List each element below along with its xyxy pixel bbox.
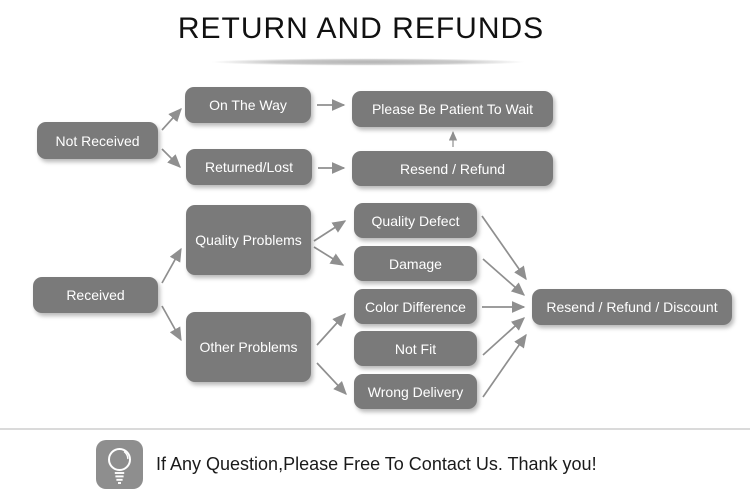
node-please-wait: Please Be Patient To Wait <box>352 91 553 127</box>
node-quality-problems: Quality Problems <box>186 205 311 275</box>
node-resend-refund: Resend / Refund <box>352 151 553 186</box>
node-other-problems: Other Problems <box>186 312 311 382</box>
title-underline <box>156 57 580 67</box>
footer: If Any Question,Please Free To Contact U… <box>96 440 597 489</box>
node-not-received: Not Received <box>37 122 158 159</box>
light-bulb-icon <box>96 440 143 489</box>
node-resend-refund-discount: Resend / Refund / Discount <box>532 289 732 325</box>
node-damage: Damage <box>354 246 477 281</box>
node-wrong-delivery: Wrong Delivery <box>354 374 477 409</box>
node-on-the-way: On The Way <box>185 87 311 123</box>
node-not-fit: Not Fit <box>354 331 477 366</box>
footer-message: If Any Question,Please Free To Contact U… <box>156 454 597 474</box>
node-color-difference: Color Difference <box>354 289 477 324</box>
node-received: Received <box>33 277 158 313</box>
page-title: RETURN AND REFUNDS <box>177 12 545 45</box>
footer-divider <box>0 428 750 430</box>
node-returned-lost: Returned/Lost <box>186 149 312 185</box>
node-quality-defect: Quality Defect <box>354 203 477 238</box>
